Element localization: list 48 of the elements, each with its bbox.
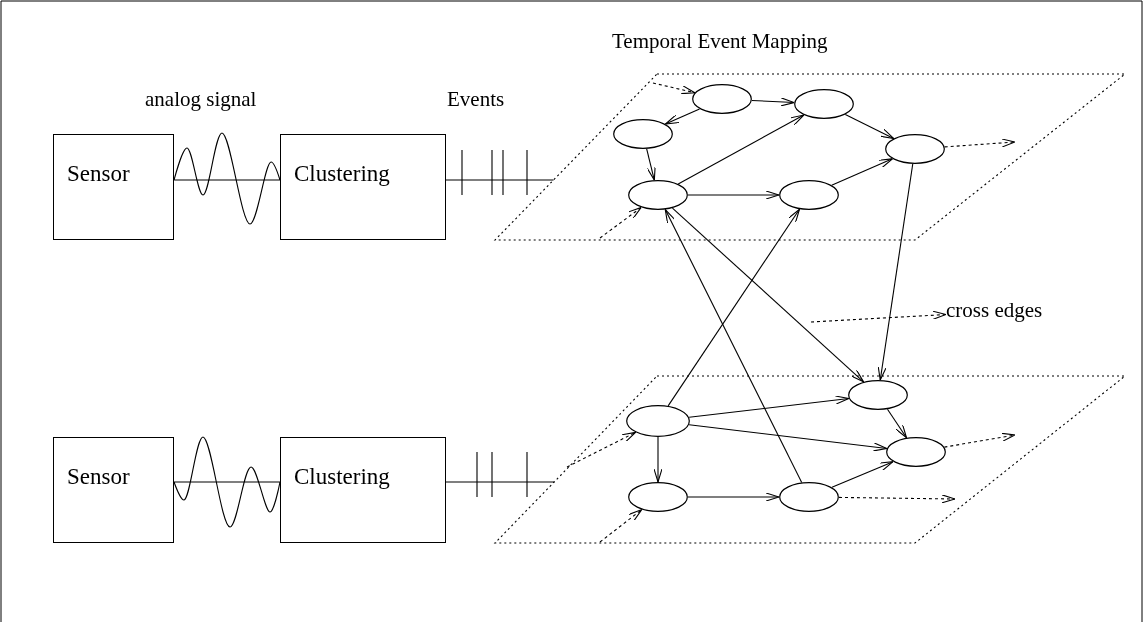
arrow — [599, 206, 642, 239]
arrow — [687, 190, 780, 200]
arrow — [646, 148, 656, 181]
arrow — [831, 158, 893, 186]
arrow — [688, 424, 888, 452]
ellipse-node — [692, 84, 752, 114]
arrow — [653, 436, 663, 483]
arrow — [751, 97, 795, 107]
event-stream-line — [445, 149, 555, 196]
arrow — [677, 114, 805, 185]
arrow — [838, 494, 956, 504]
arrow — [810, 310, 947, 323]
arrow — [671, 207, 865, 383]
arrow — [664, 108, 701, 125]
process-box: Clustering — [280, 134, 446, 240]
ellipse-node — [613, 119, 673, 149]
ellipse-node — [794, 89, 854, 119]
arrow — [664, 209, 803, 483]
arrow — [599, 509, 643, 543]
ellipse-node — [626, 405, 690, 437]
arrow — [886, 408, 908, 439]
arrow — [652, 82, 696, 95]
signal-label: analog signal — [145, 88, 257, 112]
ellipse-node — [779, 180, 839, 210]
signal-label: Events — [447, 88, 505, 112]
arrow — [831, 461, 894, 488]
plane-title: Temporal Event Mapping — [612, 30, 828, 54]
process-box: Sensor — [53, 437, 174, 543]
arrow — [687, 492, 780, 502]
process-box: Clustering — [280, 437, 446, 543]
ellipse-node — [779, 482, 839, 512]
process-box: Sensor — [53, 134, 174, 240]
arrow — [566, 431, 637, 468]
ellipse-node — [848, 380, 908, 410]
arrow — [877, 163, 914, 381]
analog-signal-wave — [173, 132, 281, 225]
arrow — [944, 138, 1016, 148]
event-stream-line — [445, 451, 555, 498]
arrow — [943, 432, 1016, 448]
arrow — [688, 395, 850, 418]
arrow — [667, 208, 801, 407]
ellipse-node — [628, 482, 688, 512]
annotation-text: cross edges — [946, 299, 1043, 323]
arrow — [844, 114, 895, 139]
analog-signal-wave — [173, 436, 281, 528]
ellipse-node — [628, 180, 688, 210]
ellipse-node — [885, 134, 945, 164]
ellipse-node — [886, 437, 946, 467]
